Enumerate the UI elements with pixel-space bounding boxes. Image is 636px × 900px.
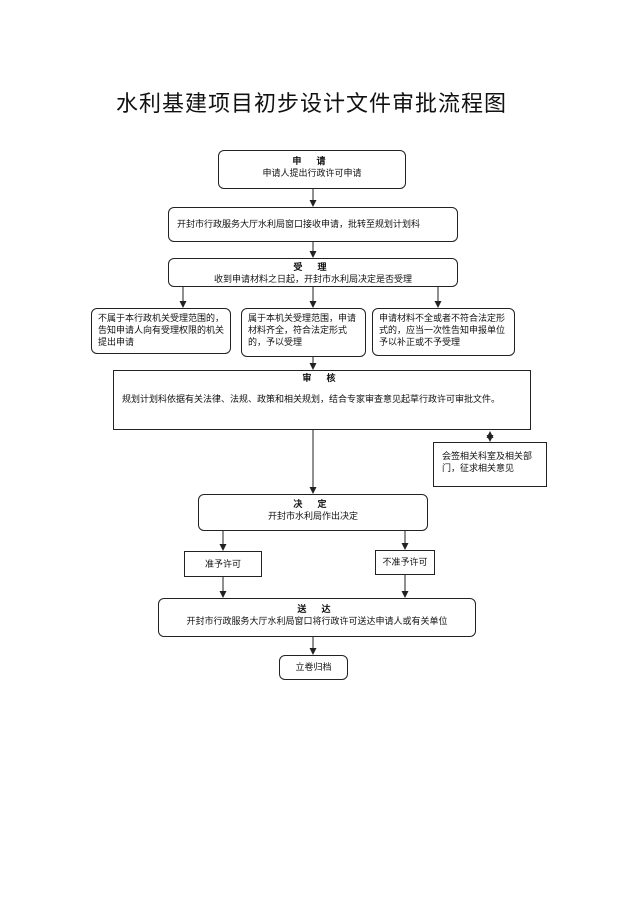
node-accept: 受 理 收到申请材料之日起，开封市水利局决定是否受理: [168, 258, 458, 287]
node-heading: 审 核: [302, 374, 342, 384]
node-text: 会签相关科室及相关部门，征求相关意见: [442, 452, 533, 475]
node-receive: 开封市行政服务大厅水利局窗口接收申请，批转至规划计划科: [168, 207, 458, 242]
page-title: 水利基建项目初步设计文件审批流程图: [116, 92, 508, 117]
node-text: 开封市行政服务大厅水利局窗口将行政许可送达申请人或有关单位: [186, 617, 448, 628]
node-heading: 决 定: [293, 500, 333, 510]
node-heading: 申 请: [292, 157, 332, 167]
node-decide: 决 定 开封市水利局作出决定: [198, 494, 428, 531]
node-apply: 申 请 申请人提出行政许可申请: [218, 150, 406, 189]
node-incomplete: 申请材料不全或者不符合法定形式的，应当一次性告知申报单位予以补正或不予受理: [372, 308, 515, 356]
node-text: 收到申请材料之日起，开封市水利局决定是否受理: [213, 275, 412, 286]
node-consult: 会签相关科室及相关部门，征求相关意见: [433, 442, 547, 487]
node-text: 开封市水利局作出决定: [267, 512, 358, 523]
node-text: 申请材料不全或者不符合法定形式的，应当一次性告知申报单位予以补正或不予受理: [379, 314, 506, 349]
node-text: 立卷归档: [295, 663, 332, 673]
node-text: 规划计划科依据有关法律、法规、政策和相关规划，结合专家审查意见起草行政许可审批文…: [122, 395, 501, 406]
node-archive: 立卷归档: [279, 655, 348, 680]
node-text: 属于本机关受理范围，申请材料齐全，符合法定形式的，予以受理: [248, 314, 357, 349]
node-review: 审 核 规划计划科依据有关法律、法规、政策和相关规划，结合专家审查意见起草行政许…: [113, 370, 531, 430]
node-deliver: 送 达 开封市行政服务大厅水利局窗口将行政许可送达申请人或有关单位: [158, 598, 476, 637]
node-heading: 送 达: [297, 605, 337, 615]
node-not-in-scope: 不属于本行政机关受理范围的，告知申请人向有受理权限的机关提出申请: [91, 308, 231, 354]
node-deny: 不准予许可: [375, 550, 435, 575]
node-text: 不属于本行政机关受理范围的，告知申请人向有受理权限的机关提出申请: [98, 314, 225, 349]
node-grant: 准予许可: [184, 551, 262, 577]
node-in-scope: 属于本机关受理范围，申请材料齐全，符合法定形式的，予以受理: [241, 308, 366, 357]
node-text: 申请人提出行政许可申请: [262, 169, 362, 180]
node-text: 不准予许可: [382, 558, 428, 568]
node-text: 准予许可: [204, 560, 241, 570]
node-heading: 受 理: [293, 263, 333, 273]
node-text: 开封市行政服务大厅水利局窗口接收申请，批转至规划计划科: [177, 220, 421, 230]
